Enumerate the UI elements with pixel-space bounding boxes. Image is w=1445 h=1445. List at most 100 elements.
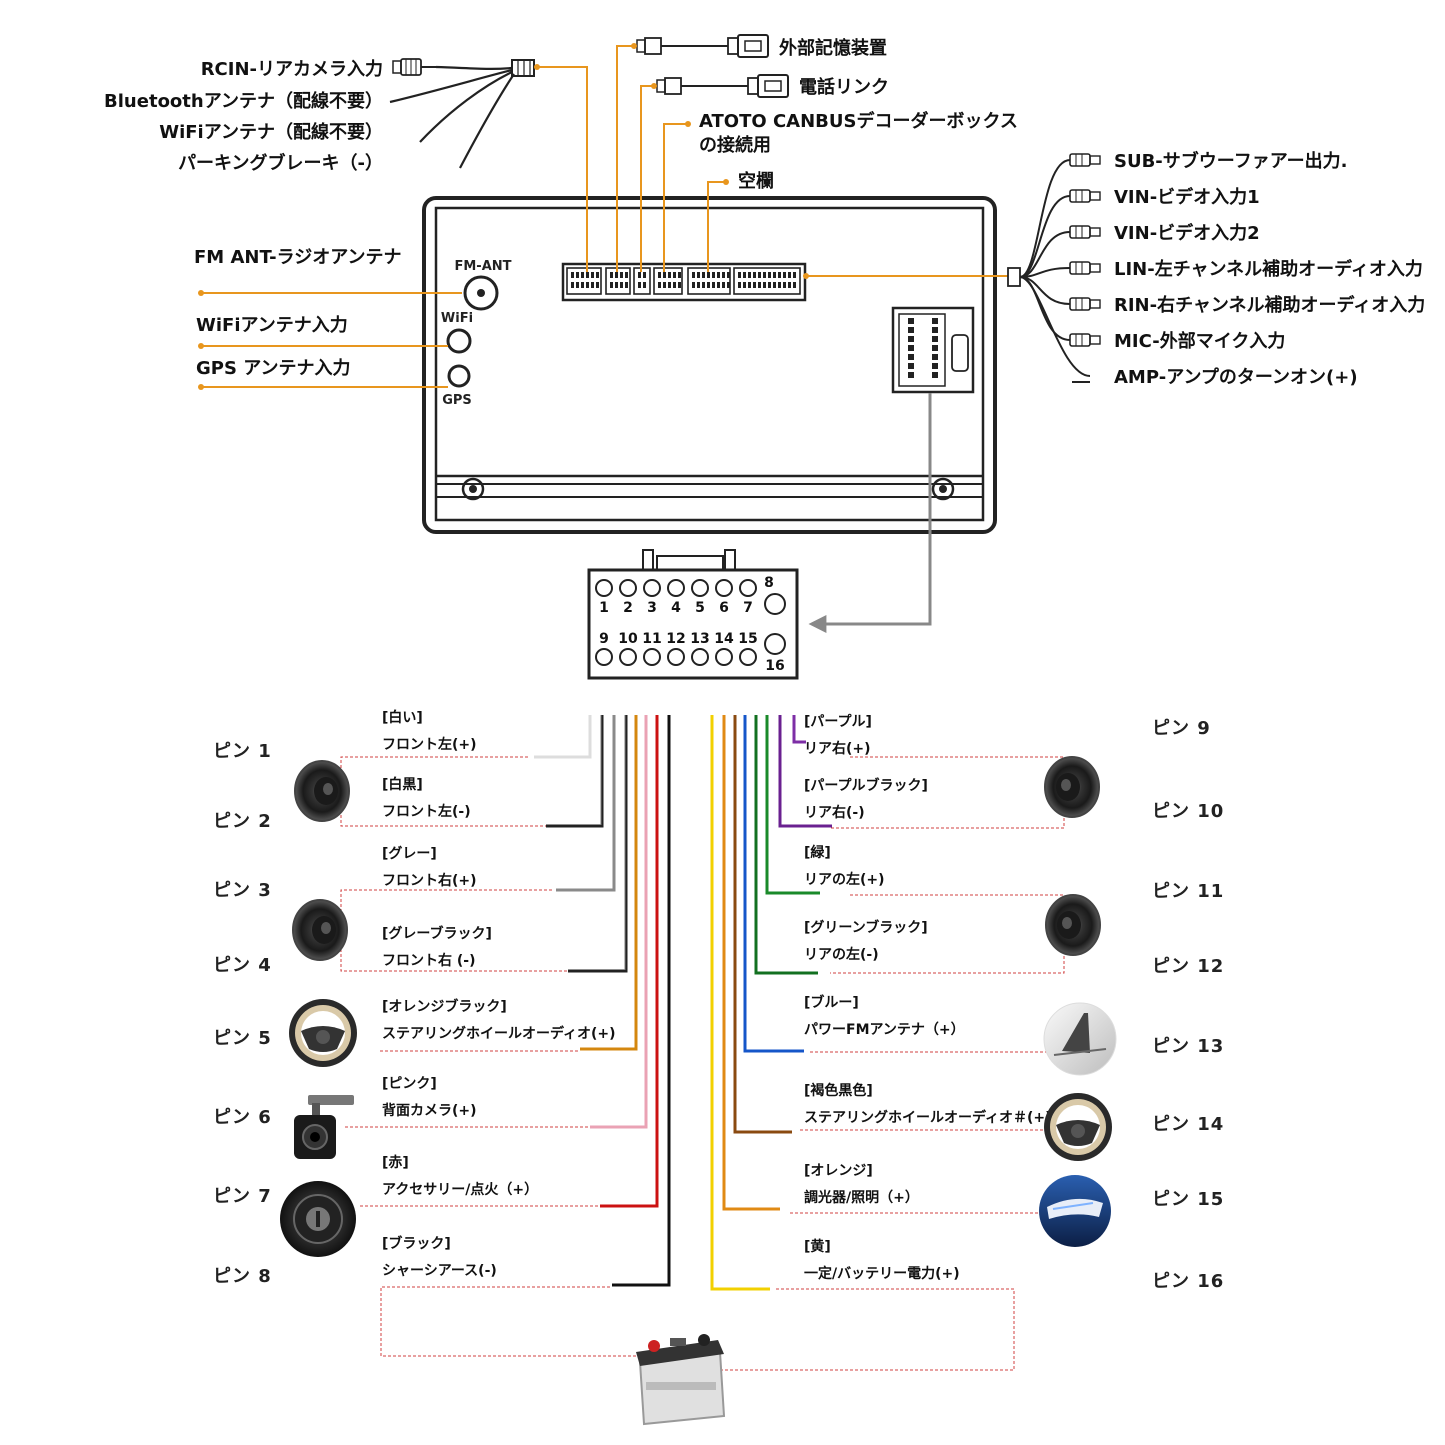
- strip-pin: [748, 282, 751, 288]
- strip-pin: [620, 282, 623, 288]
- wire-color-name: [ブラック]: [382, 1235, 451, 1252]
- wire-function: リア右(-): [804, 804, 865, 821]
- strip-pin: [581, 272, 584, 278]
- connector-hole-7: [739, 579, 757, 597]
- strip-pin: [768, 272, 771, 278]
- wire-color-name: [ピンク]: [382, 1076, 437, 1092]
- pin-label: ピン 10: [1152, 801, 1224, 822]
- speaker-icon-1: [294, 760, 350, 822]
- iso-port-pin: [908, 336, 914, 342]
- right-cable-wire: [1019, 276, 1091, 377]
- strip-pin: [738, 282, 741, 288]
- strip-pin: [610, 272, 613, 278]
- iso-link-arrow: [808, 393, 932, 633]
- gps-port[interactable]: [447, 364, 471, 388]
- iso-port-pin: [908, 318, 914, 324]
- right-cable-label-vin1: VIN-ビデオ入力1: [1114, 186, 1260, 208]
- strip-pin: [778, 272, 781, 278]
- pin-label: ピン 14: [1152, 1114, 1224, 1135]
- rca-plug-icon: [392, 58, 436, 76]
- parking-brake-label: パーキングブレーキ（-）: [178, 152, 383, 174]
- connector-hole-10: [619, 648, 637, 666]
- connector-number: 8: [764, 575, 774, 591]
- strip-pin: [678, 282, 681, 288]
- fm-ant-port-label: FM-ANT: [454, 259, 511, 274]
- strip-pin: [768, 282, 771, 288]
- strip-pin: [615, 282, 618, 288]
- steering-wheel-icon-1: [289, 999, 357, 1067]
- wire-pin-4: [568, 715, 628, 973]
- connector-number: 7: [743, 600, 753, 616]
- external-storage-label: 外部記憶装置: [779, 37, 887, 59]
- iso-port-pin: [908, 363, 914, 369]
- phone-link-label: 電話リンク: [799, 76, 889, 98]
- strip-pin: [717, 272, 720, 278]
- speaker-icon-2: [292, 899, 348, 961]
- pin-label: ピン 11: [1152, 881, 1224, 902]
- connector-number: 6: [719, 600, 729, 616]
- strip-pin: [712, 272, 715, 278]
- wire-color-name: [赤]: [382, 1155, 409, 1171]
- wire-color-name: [褐色黒色]: [804, 1082, 873, 1099]
- iso-port-pin: [908, 327, 914, 333]
- headlight-icon: [1039, 1175, 1111, 1247]
- wire-color-name: [オレンジブラック]: [382, 998, 507, 1015]
- right-cable-wire: [1019, 276, 1071, 341]
- strip-pin: [753, 282, 756, 288]
- strip-pin: [591, 282, 594, 288]
- wire-function: パワーFMアンテナ（+）: [804, 1022, 965, 1038]
- strip-pin: [668, 282, 671, 288]
- right-cable-label-amp: AMP-アンプのターンオン(+): [1114, 366, 1358, 388]
- top-left-cables: RCIN-リアカメラ入力 Bluetoothアンテナ（配線不要） WiFiアンテ…: [104, 58, 588, 272]
- connector-number: 11: [642, 631, 661, 647]
- top-connectors: 外部記憶装置 電話リンク ATOTO CANBUSデコーダーボックス の接続用 …: [616, 34, 1018, 272]
- right-cable-label-vin2: VIN-ビデオ入力2: [1114, 222, 1260, 244]
- strip-pin: [727, 282, 730, 288]
- iso-port-pin: [932, 318, 938, 324]
- unit-iso-port: [891, 306, 975, 394]
- strip-pin: [571, 282, 574, 288]
- steering-wheel-icon-2: [1044, 1093, 1112, 1161]
- strip-pin: [643, 272, 646, 278]
- connector-hole-6: [715, 579, 733, 597]
- rcin-label: RCIN-リアカメラ入力: [201, 59, 383, 80]
- connector-hole-16: [764, 633, 786, 655]
- fm-antenna-label: FM ANT-ラジオアンテナ: [194, 247, 402, 268]
- strip-pin: [596, 282, 599, 288]
- strip-pin: [615, 272, 618, 278]
- pin-label: ピン 6: [213, 1107, 272, 1128]
- iso-port-pin: [932, 327, 938, 333]
- strip-pin: [758, 282, 761, 288]
- strip-pin: [610, 282, 613, 288]
- wire-pin-10: [778, 715, 832, 828]
- shark-fin-antenna-icon: [1043, 1002, 1117, 1076]
- wire-color-name: [黄]: [804, 1238, 831, 1255]
- strip-pin: [692, 272, 695, 278]
- wire-pin-9: [792, 715, 806, 744]
- speaker-icon-3: [1044, 756, 1100, 818]
- strip-pin: [697, 272, 700, 278]
- rca-plug-icon: [1069, 153, 1101, 167]
- strip-pin: [673, 272, 676, 278]
- wifi-port-label: WiFi: [441, 311, 473, 326]
- pin-label: ピン 12: [1152, 956, 1224, 977]
- right-cable-wire: [1019, 195, 1071, 278]
- canbus-label: ATOTO CANBUSデコーダーボックス: [699, 110, 1018, 132]
- pin-label: ピン 13: [1152, 1036, 1224, 1057]
- rca-plug-icon: [1069, 189, 1101, 203]
- strip-pin: [576, 272, 579, 278]
- connector-number: 2: [623, 600, 633, 616]
- connector-number: 1: [599, 600, 609, 616]
- iso-port-pin: [932, 354, 938, 360]
- strip-pin: [668, 272, 671, 278]
- connector-number: 9: [599, 631, 609, 647]
- fm-ant-port[interactable]: [463, 275, 499, 311]
- wire-function: リアの左(-): [804, 946, 879, 963]
- connector-number: 3: [647, 600, 657, 616]
- strip-pin: [793, 282, 796, 288]
- rca-plug-icon: [1069, 297, 1101, 311]
- wifi-port[interactable]: [446, 328, 472, 354]
- strip-pin: [763, 282, 766, 288]
- wifi-antenna-label: WiFiアンテナ入力: [196, 315, 348, 336]
